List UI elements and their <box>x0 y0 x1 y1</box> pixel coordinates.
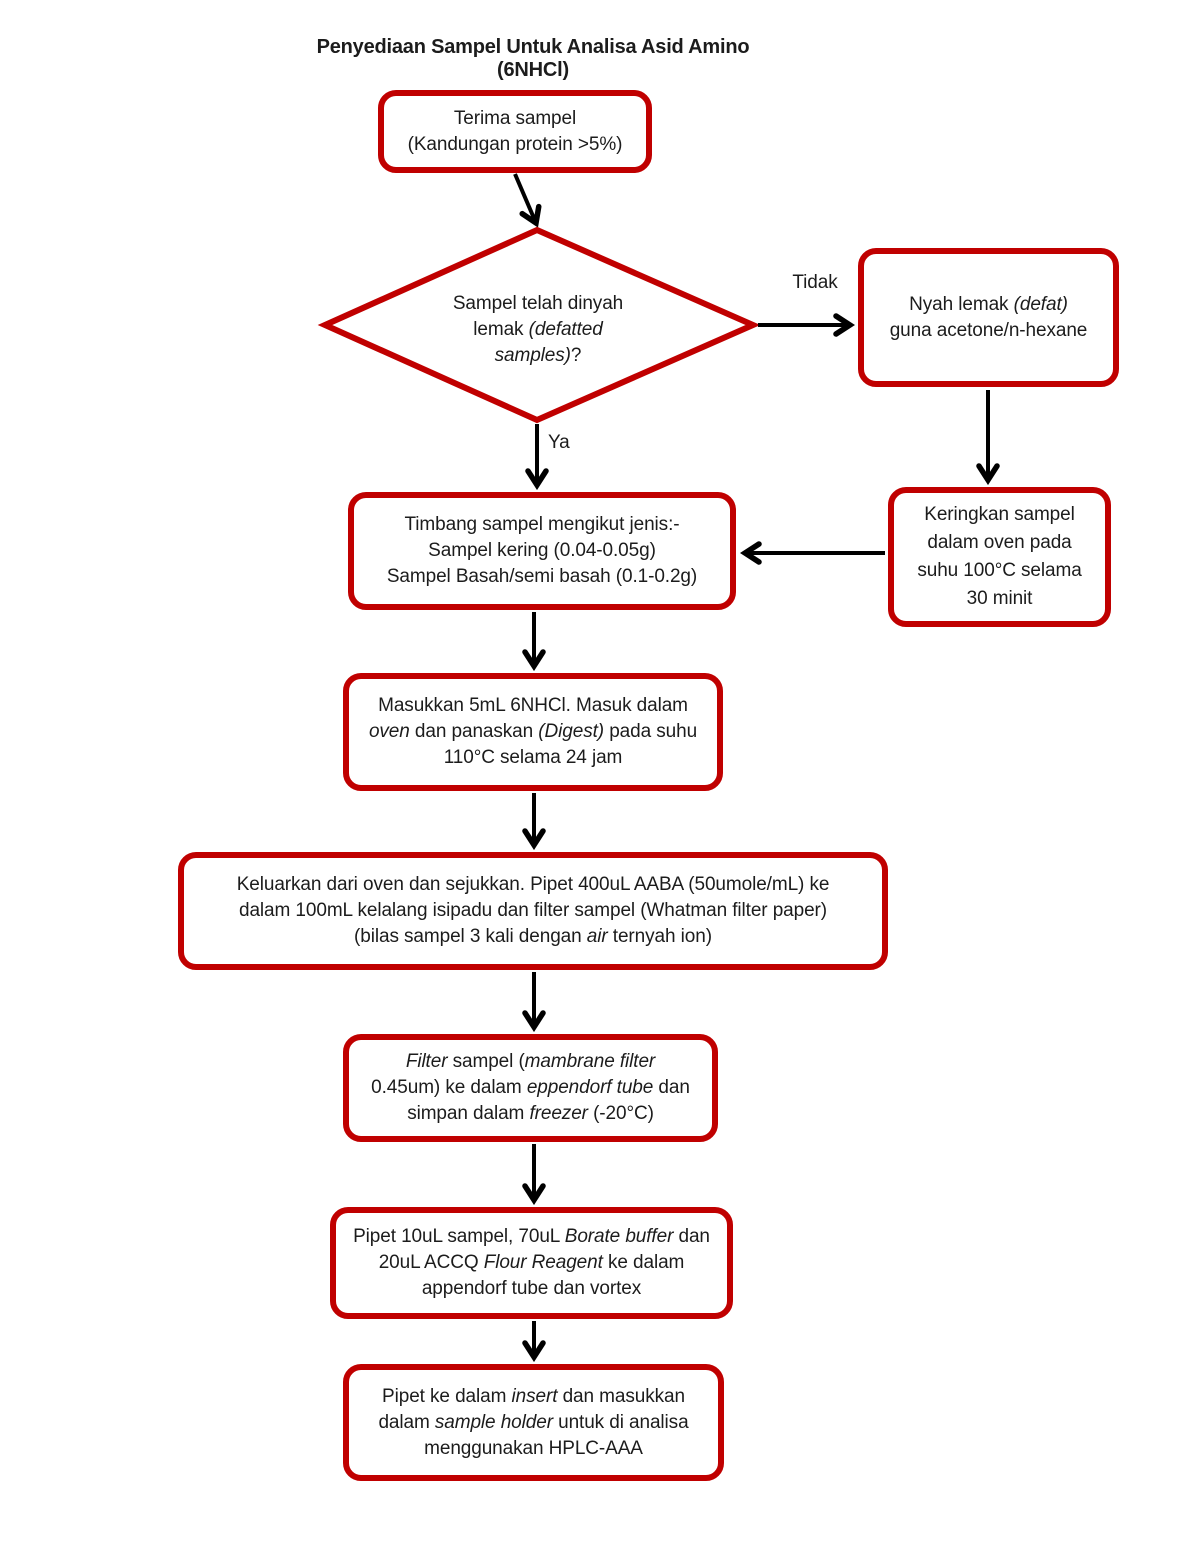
node-pipet-reagent-vortex: Pipet 10uL sampel, 70uL Borate buffer da… <box>330 1207 733 1319</box>
node-terima-sampel: Terima sampel (Kandungan protein >5%) <box>378 90 652 173</box>
node-text-line: appendorf tube dan vortex <box>421 1278 642 1299</box>
decision-diamond-shape <box>317 226 761 424</box>
node-text-line: dalam sample holder untuk di analisa <box>378 1411 689 1433</box>
node-text-line: Sampel telah dinyah <box>452 293 624 314</box>
arrow-terima-to-decision <box>513 173 536 223</box>
node-text-line: Sampel kering (0.04-0.05g) <box>428 540 656 561</box>
node-text-line: Keluarkan dari oven dan sejukkan. Pipet … <box>236 874 830 895</box>
edge-label-tidak: Tidak <box>792 272 838 293</box>
node-text-line: Pipet 10uL sampel, 70uL Borate buffer da… <box>353 1226 710 1247</box>
node-masukkan-6nhcl: Masukkan 5mL 6NHCl. Masuk dalam oven dan … <box>343 673 723 791</box>
node-nyah-lemak: Nyah lemak (defat) guna acetone/n-hexane <box>858 248 1119 387</box>
node-text-line: dalam oven pada <box>927 532 1072 553</box>
node-text-line: simpan dalam freezer (-20°C) <box>407 1103 654 1124</box>
node-text-line: Sampel Basah/semi basah (0.1-0.2g) <box>386 566 698 587</box>
node-text-line: 0.45um) ke dalam eppendorf tube dan <box>371 1077 690 1098</box>
node-insert-hplc: Pipet ke dalam insert dan masukkan dalam … <box>343 1364 724 1481</box>
node-text-line: suhu 100°C selama <box>917 560 1082 581</box>
node-text-line: Timbang sampel mengikut jenis:- <box>404 514 680 535</box>
node-text-line: (Kandungan protein >5%) <box>407 133 623 155</box>
node-text-line: 30 minit <box>966 588 1033 609</box>
node-text-line: dalam 100mL kelalang isipadu dan filter … <box>238 900 828 921</box>
node-text-line: Nyah lemak (defat) <box>909 293 1068 315</box>
node-timbang-sampel: Timbang sampel mengikut jenis:- Sampel ke… <box>348 492 736 610</box>
edge-label-ya: Ya <box>548 432 570 453</box>
node-text-line: oven dan panaskan (Digest) pada suhu <box>368 721 698 742</box>
node-text-line: Filter sampel (mambrane filter <box>405 1051 656 1072</box>
node-text-line: guna acetone/n-hexane <box>889 319 1088 341</box>
node-text-line: Keringkan sampel <box>924 504 1075 525</box>
decision-defatted-text: Sampel telah dinyah lemak (defatted sample… <box>368 252 708 408</box>
node-keringkan-oven: Keringkan sampel dalam oven pada suhu 100°… <box>888 487 1111 627</box>
node-text-line: 110°C selama 24 jam <box>443 747 623 768</box>
node-text-line: Masukkan 5mL 6NHCl. Masuk dalam <box>378 695 688 716</box>
node-text-line: Terima sampel <box>453 107 577 129</box>
page-title: Penyediaan Sampel Untuk Analisa Asid Ami… <box>316 36 750 81</box>
node-text-line: 20uL ACCQ Flour Reagent ke dalam <box>378 1252 685 1273</box>
node-keluarkan-sejukkan: Keluarkan dari oven dan sejukkan. Pipet … <box>178 852 888 970</box>
node-text-line: lemak (defatted <box>473 319 603 340</box>
node-text-line: (bilas sampel 3 kali dengan air ternyah … <box>354 926 712 947</box>
node-text-line: Pipet ke dalam insert dan masukkan <box>382 1385 685 1407</box>
node-filter-membrane: Filter sampel (mambrane filter 0.45um) ke… <box>343 1034 718 1142</box>
node-text-line: samples)? <box>494 345 582 366</box>
node-text-line: menggunakan HPLC-AAA <box>424 1437 643 1459</box>
